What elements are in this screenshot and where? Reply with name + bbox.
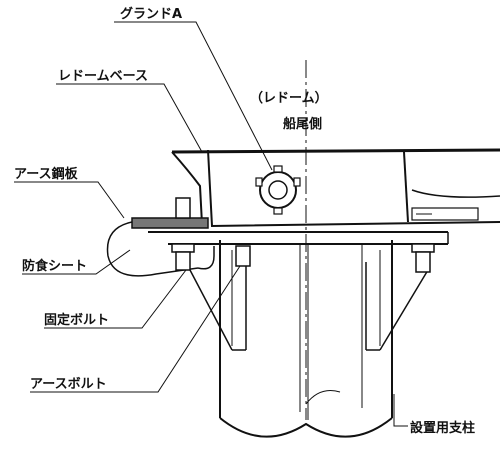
label-gland-a: グランドA (120, 6, 182, 22)
label-anticorrosion-sheet: 防食シート (22, 258, 87, 274)
leader-mounting-post (393, 394, 408, 427)
bolt-right (411, 243, 435, 273)
label-earth-bolt: アースボルト (30, 376, 107, 392)
label-mounting-post: 設置用支柱 (410, 420, 475, 436)
gland-a (255, 165, 301, 215)
leader-radome-base (56, 83, 203, 153)
leader-anticorrosion-sheet (22, 249, 131, 275)
label-earth-plate: アース鋼板 (14, 166, 79, 182)
label-radome: （レドーム） (250, 90, 328, 106)
leader-gland-a (114, 21, 273, 171)
leader-lines (14, 21, 408, 427)
leader-earth-plate (14, 181, 125, 219)
label-radome-base: レドームベース (58, 69, 148, 84)
earth-plate (106, 217, 209, 277)
label-stern-side: 船尾側 (283, 116, 322, 132)
earth-bolt (197, 245, 251, 270)
bolt-left (171, 197, 195, 271)
leader-fixing-bolt (44, 269, 187, 329)
mounting-post (219, 240, 393, 438)
leader-earth-bolt (30, 265, 241, 393)
label-fixing-bolt: 固定ボルト (44, 312, 109, 328)
radome-base (171, 148, 500, 228)
